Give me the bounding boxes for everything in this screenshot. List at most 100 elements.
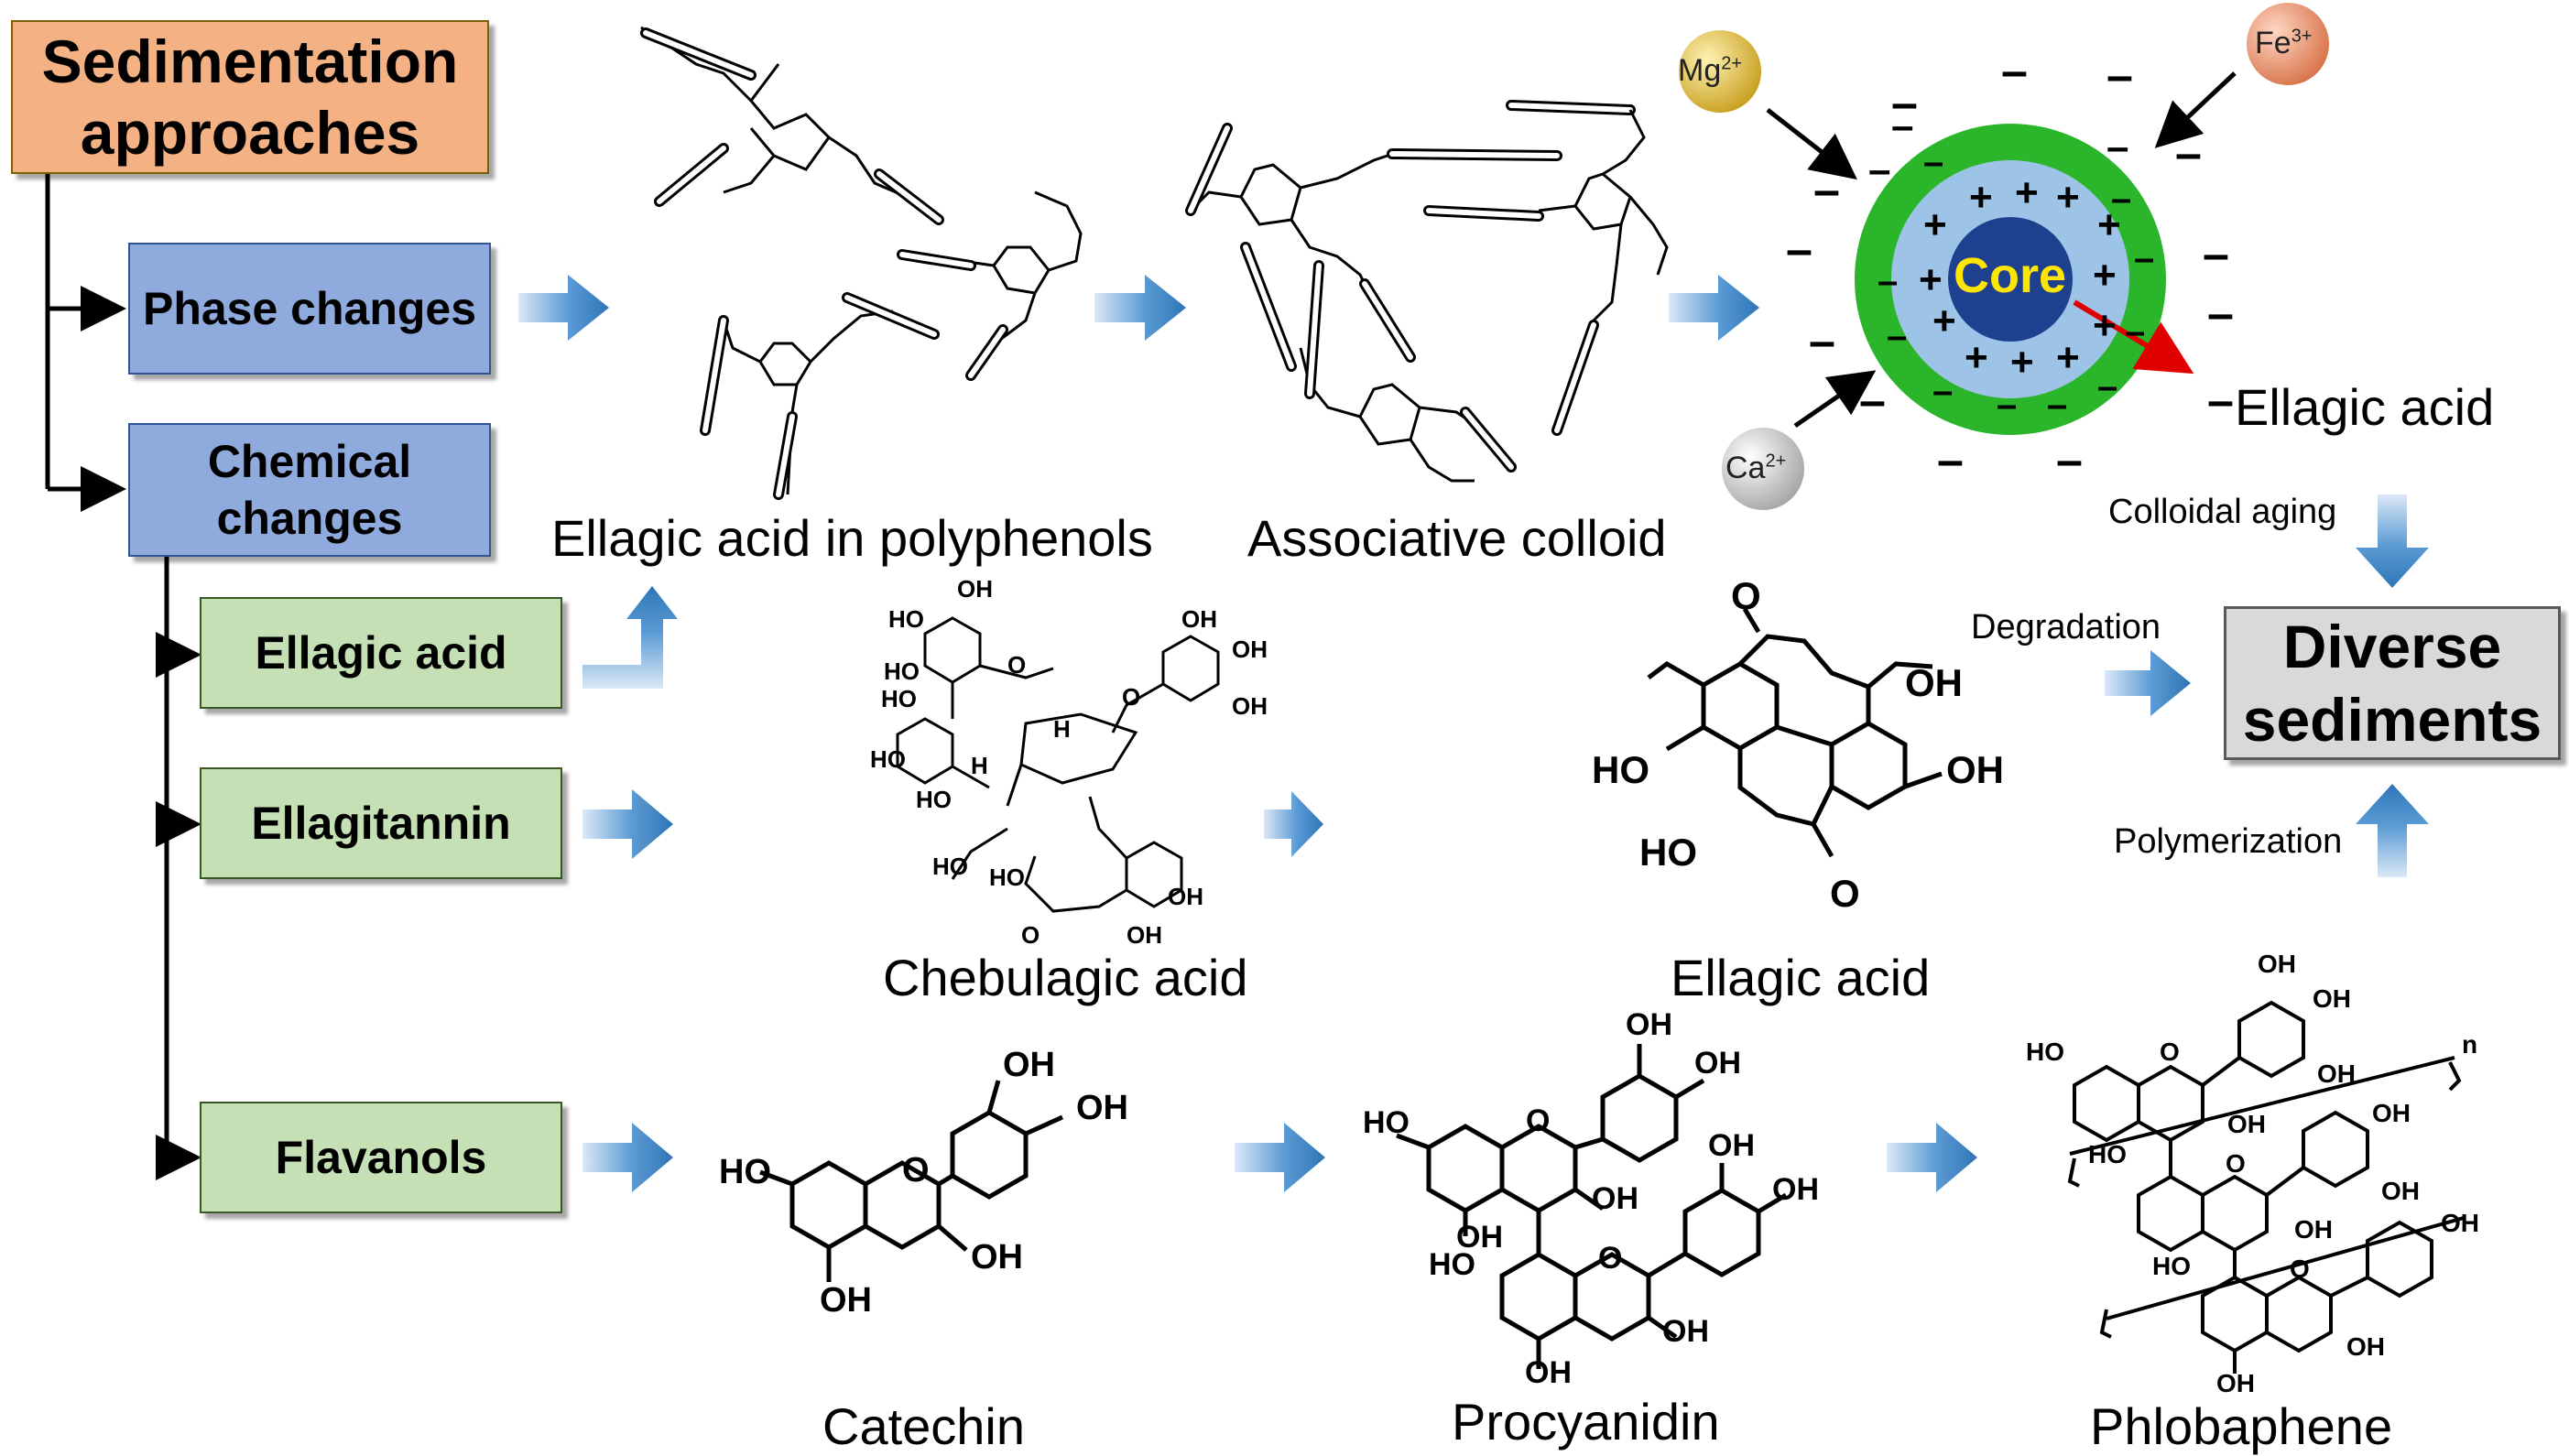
arrow-ellagitannin — [582, 789, 673, 859]
svg-text:–: – — [2106, 125, 2128, 169]
phl-ho-3: HO — [2152, 1252, 2191, 1280]
fe-ion-label: Fe3+ — [2255, 26, 2313, 61]
mg-arrow — [1766, 108, 1857, 180]
fe-ion-charge: 3+ — [2291, 26, 2313, 47]
cheb-ho-5: HO — [916, 786, 952, 813]
svg-text:–: – — [1887, 316, 1907, 356]
cheb-o-2: O — [1122, 683, 1140, 711]
cheb-oh-r1: OH — [1181, 605, 1217, 633]
cat-oh-2: OH — [1076, 1089, 1128, 1127]
cheb-ho-7: HO — [989, 864, 1025, 891]
phl-ho-2: HO — [2088, 1140, 2127, 1168]
svg-text:–: – — [2097, 366, 2117, 407]
ions — [1679, 3, 2329, 510]
ea-o-top: O — [1731, 574, 1761, 617]
ellagitannin-box: Ellagitannin — [200, 767, 562, 879]
arrow-phase-to-polyphenol — [518, 275, 609, 341]
pro-oh-4: OH — [1708, 1128, 1755, 1163]
ea-ho-1: HO — [1592, 748, 1649, 791]
procyanidin-structure — [1396, 1044, 1788, 1369]
ellagic-acid-box: Ellagic acid — [200, 597, 562, 709]
ca-ion-charge: 2+ — [1765, 451, 1787, 472]
pro-o-1: O — [1526, 1103, 1550, 1138]
chem-group-labels: OH HO HO HO HO HO OH OH OH HO HO OH OH O… — [870, 575, 1268, 949]
phl-o-1: O — [2160, 1038, 2180, 1066]
svg-text:+: + — [2093, 253, 2117, 298]
phl-o-2: O — [2226, 1149, 2246, 1178]
tree-connectors — [45, 172, 201, 1180]
phlobaphene-structure — [2067, 1000, 2465, 1374]
svg-text:+: + — [2010, 340, 2034, 385]
svg-text:–: – — [2175, 127, 2202, 180]
ea-ho-2: HO — [1639, 831, 1697, 874]
pro-oh-5: OH — [1772, 1172, 1819, 1207]
svg-text:–: – — [2207, 375, 2234, 428]
arrow-degradation — [2105, 650, 2191, 716]
cat-o: O — [902, 1151, 930, 1190]
cheb-oh-r2: OH — [1232, 636, 1268, 663]
svg-text:+: + — [1932, 299, 1956, 343]
svg-text:+: + — [2056, 335, 2080, 380]
svg-text:–: – — [1809, 315, 1835, 368]
svg-text:–: – — [1813, 164, 1840, 217]
flavanols-box: Flavanols — [200, 1102, 562, 1213]
arrow-polyphenol-to-colloid — [1094, 275, 1186, 341]
svg-text:–: – — [1786, 223, 1812, 277]
svg-text:–: – — [2125, 311, 2145, 352]
ea-oh-2: OH — [1946, 748, 2004, 791]
cheb-ho-2: HO — [884, 657, 920, 685]
mg-ion-symbol: Mg — [1678, 53, 1722, 88]
pro-ho-2: HO — [1429, 1247, 1475, 1282]
svg-text:+: + — [2097, 202, 2121, 247]
svg-text:–: – — [1868, 147, 1890, 192]
ca-ion-symbol: Ca — [1725, 451, 1766, 485]
mg-ion-label: Mg2+ — [1678, 53, 1742, 89]
cheb-oh-r4: OH — [1168, 883, 1203, 910]
cheb-oh-r3: OH — [1232, 692, 1268, 720]
red-release-arrow — [2073, 299, 2194, 375]
phl-oh-1: OH — [2258, 950, 2296, 978]
chebulagic-acid-structure — [896, 616, 1220, 913]
arrow-catechin-to-procyanidin — [1235, 1123, 1325, 1192]
arrow-chebulagic-to-ellagic — [1264, 791, 1323, 857]
label-chebulagic-acid: Chebulagic acid — [883, 949, 1248, 1006]
cheb-h-2: H — [971, 752, 988, 779]
phl-oh-10: OH — [2216, 1369, 2255, 1397]
arrow-colloid-to-particle — [1669, 275, 1759, 341]
polyphenol-molecules — [640, 26, 1083, 500]
phl-oh-3: OH — [2317, 1059, 2356, 1088]
phl-oh-2: OH — [2313, 984, 2351, 1013]
svg-text:+: + — [1923, 202, 1947, 247]
core-label: Core — [1954, 248, 2067, 303]
svg-text:–: – — [1891, 103, 1913, 148]
positive-charges: +++ ++ ++ ++ +++ — [1919, 170, 2121, 385]
pro-ho-1: HO — [1363, 1105, 1410, 1140]
cheb-oh-r5: OH — [1127, 921, 1162, 949]
label-ellagic-acid-structure: Ellagic acid — [1671, 949, 1931, 1006]
pro-oh-3: OH — [1592, 1181, 1638, 1216]
cheb-ho-1: HO — [888, 605, 924, 633]
cat-ho: HO — [719, 1153, 771, 1191]
fe-ion-symbol: Fe — [2255, 26, 2291, 60]
cheb-o-1: O — [1007, 651, 1026, 679]
cheb-o-3: O — [1021, 921, 1040, 949]
phl-n: n — [2462, 1030, 2477, 1059]
arrow-polymerization — [2356, 784, 2429, 877]
arrow-ellagic-up — [582, 586, 678, 689]
label-polymerization: Polymerization — [2114, 822, 2343, 861]
phl-oh-6: OH — [2381, 1177, 2420, 1205]
svg-text:+: + — [1919, 257, 1943, 302]
phl-oh-5: OH — [2227, 1110, 2266, 1138]
charges: ––– –– –– –– –– –– –– –– –– –– –– –– – +… — [1786, 45, 2234, 487]
label-ellagic-acid-colloid: Ellagic acid — [2235, 378, 2495, 436]
svg-text:+: + — [1965, 335, 1988, 380]
mg-ion-ball — [1679, 30, 1761, 113]
svg-text:+: + — [1969, 175, 1993, 220]
svg-text:–: – — [1932, 371, 1953, 411]
arrow-colloidal-aging — [2356, 494, 2429, 588]
ellagic-acid-structure — [1647, 607, 1943, 858]
svg-text:–: – — [2106, 49, 2133, 103]
label-degradation: Degradation — [1971, 608, 2161, 647]
catechin-structure — [759, 1080, 1064, 1282]
label-ellagic-in-polyphenols: Ellagic acid in polyphenols — [551, 509, 1153, 567]
